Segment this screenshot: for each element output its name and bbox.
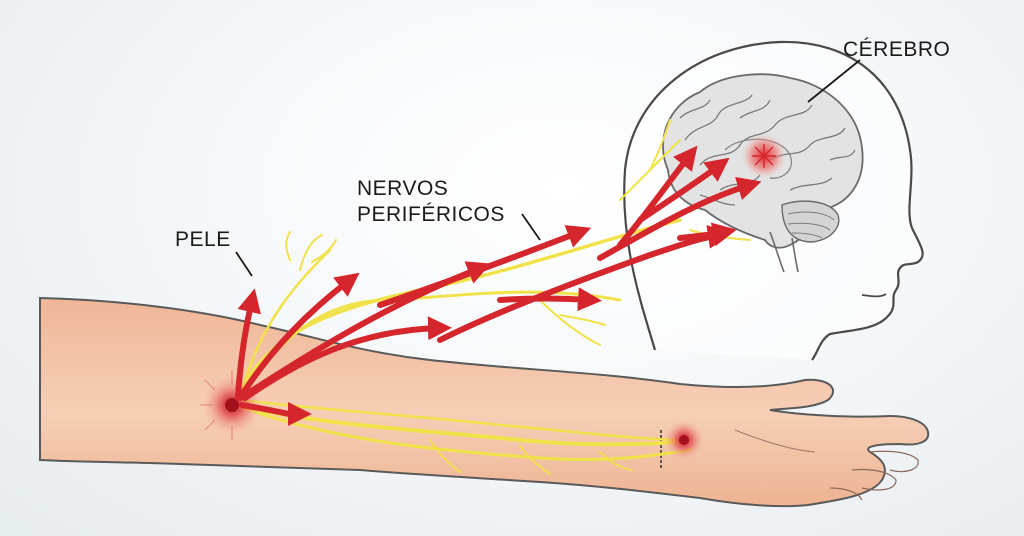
skin-label: PELE <box>175 228 231 251</box>
pain-signal-arrows <box>235 145 762 427</box>
leader-brain <box>807 59 861 103</box>
brain-label: CÉREBRO <box>843 38 951 61</box>
peripheral-nerves-label-line1: NERVOS <box>357 177 449 200</box>
arm-and-hand <box>39 296 930 508</box>
brain <box>662 73 864 273</box>
peripheral-nerves-label: NERVOS PERIFÉRICOS <box>357 176 505 228</box>
leader-nerves <box>521 213 541 241</box>
wrist-pain-spot <box>664 420 704 460</box>
leader-skin <box>235 251 253 277</box>
peripheral-nerves-label-line2: PERIFÉRICOS <box>357 203 505 226</box>
leader-lines <box>235 59 861 277</box>
